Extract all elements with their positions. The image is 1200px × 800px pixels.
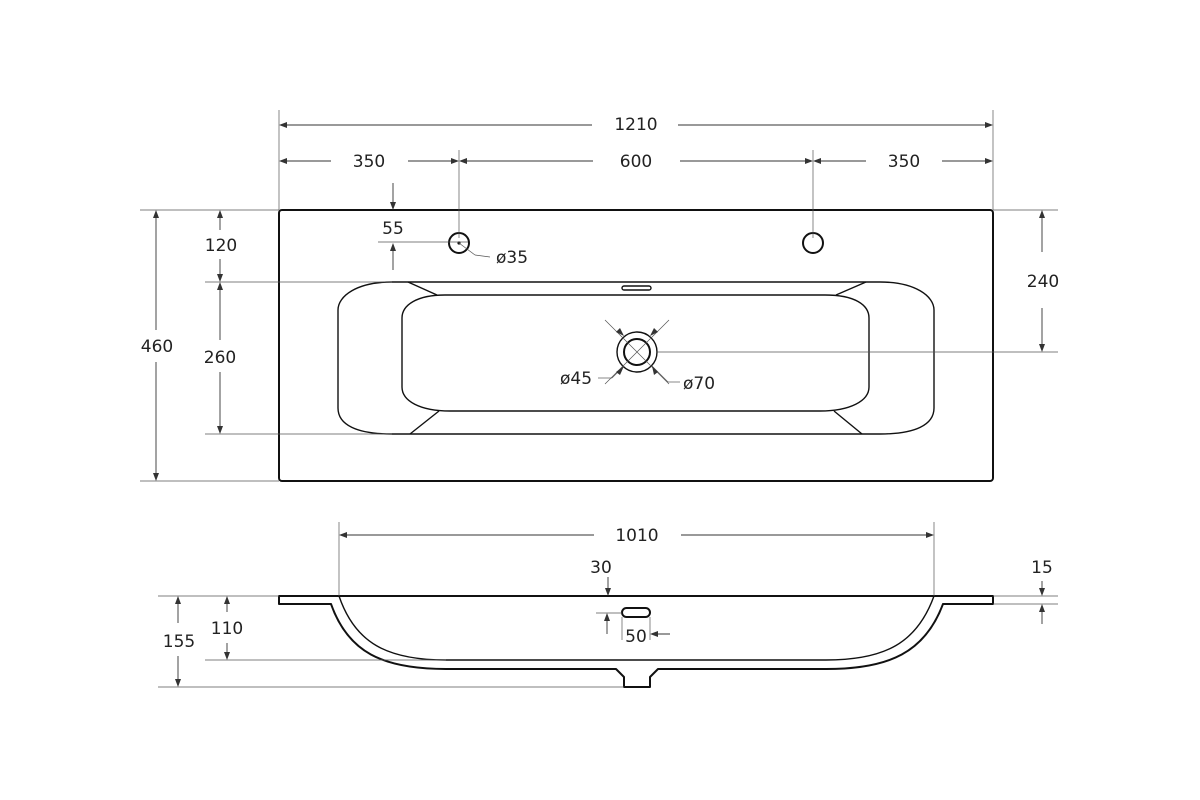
dim-overflow-length: 50 — [625, 627, 647, 647]
side-dimension-lines — [177, 534, 1043, 681]
dim-tap-spacing: 600 — [620, 152, 652, 172]
dim-drain-ring-dia: ø70 — [683, 374, 715, 394]
drain-crosshair — [604, 319, 670, 385]
top-view — [278, 209, 994, 482]
side-profile-outline — [278, 595, 994, 688]
side-overflow-slot — [621, 607, 651, 618]
side-labels: 1010 30 15 110 155 50 — [163, 526, 1053, 652]
dim-rim-thickness: 15 — [1031, 558, 1053, 578]
dim-overall-width: 1210 — [614, 115, 657, 135]
overflow-slot — [621, 285, 652, 291]
basin-bowl-edge — [401, 294, 870, 412]
side-extension-lines — [158, 522, 1058, 688]
dim-overall-depth: 460 — [141, 337, 173, 357]
side-view — [278, 595, 994, 688]
dim-drain-dia: ø45 — [560, 369, 592, 389]
dim-tap-hole-inset: 55 — [382, 219, 404, 239]
drain-hole — [623, 338, 651, 366]
side-bowl-inner — [338, 595, 935, 661]
dim-basin-depth: 260 — [204, 348, 236, 368]
side-arrowheads — [175, 532, 1045, 687]
top-extension-lines — [140, 110, 1058, 482]
basin-outer-edge — [337, 281, 935, 435]
dim-edge-to-basin: 120 — [205, 236, 237, 256]
top-dimension-lines — [155, 124, 1043, 475]
dim-right-offset: 350 — [888, 152, 920, 172]
basin-corner-lines — [407, 281, 867, 435]
top-arrowheads — [153, 122, 1045, 481]
dim-basin-width: 1010 — [615, 526, 658, 546]
dim-left-offset: 350 — [353, 152, 385, 172]
top-labels: 1210 350 600 350 55 ø35 120 260 460 240 … — [141, 115, 1059, 394]
dim-bowl-depth: 110 — [211, 619, 243, 639]
dim-tap-hole-dia: ø35 — [496, 248, 528, 268]
dim-overall-height: 155 — [163, 632, 195, 652]
dim-overflow-width: 30 — [590, 558, 612, 578]
countertop-outline — [278, 209, 994, 482]
dim-drain-offset: 240 — [1027, 272, 1059, 292]
